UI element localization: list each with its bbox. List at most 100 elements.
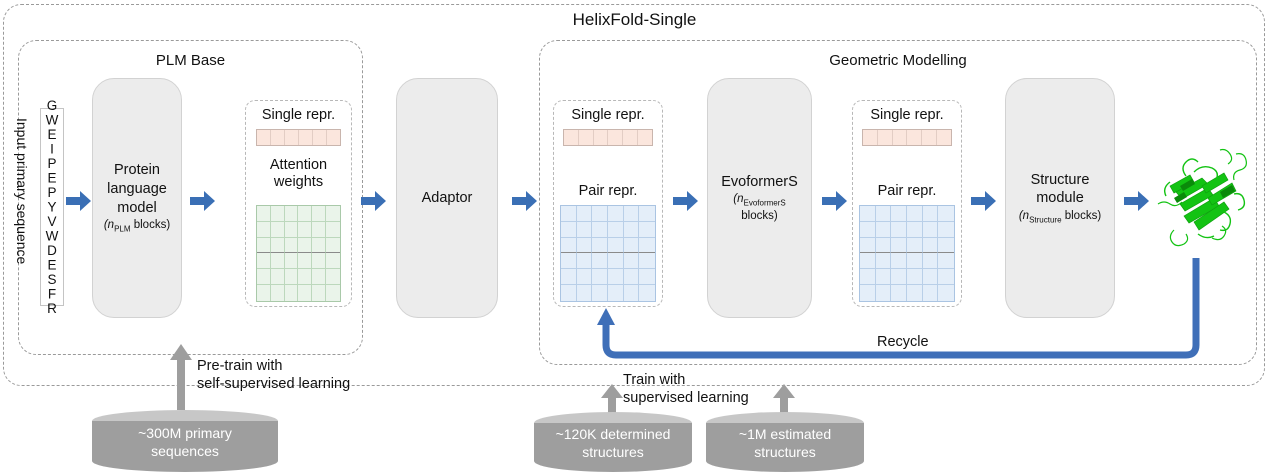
matrix-cell xyxy=(270,237,285,254)
geo1-pair-repr-caption: Pair repr. xyxy=(578,183,638,199)
matrix-cell xyxy=(326,269,340,286)
matrix-cell xyxy=(561,285,577,301)
matrix-cell xyxy=(608,237,624,254)
matrix-cell xyxy=(907,221,923,238)
matrix-cell xyxy=(592,269,608,286)
matrix-cell xyxy=(326,221,340,238)
protein-language-model-block[interactable]: Protein language model (nPLM blocks) xyxy=(92,78,182,318)
matrix-cell xyxy=(922,237,939,254)
single-repr-cell xyxy=(327,130,340,145)
adaptor-label: Adaptor xyxy=(421,189,473,206)
matrix-cell xyxy=(891,237,907,254)
matrix-cell xyxy=(326,206,340,222)
matrix-cell xyxy=(592,253,608,270)
database-label: ~120K determined structures xyxy=(534,426,692,461)
matrix-cell xyxy=(312,253,327,270)
cylinder-bottom xyxy=(92,450,278,472)
matrix-cell xyxy=(326,253,340,270)
geo2-pair-repr-grid xyxy=(859,205,955,302)
matrix-cell xyxy=(922,221,939,238)
pretrain-up-arrow xyxy=(170,344,192,410)
attention-weights-line-2: weights xyxy=(273,174,324,191)
matrix-cell xyxy=(270,285,285,301)
geo1-single-repr-caption: Single repr. xyxy=(571,107,645,123)
matrix-cell xyxy=(891,253,907,270)
protein-language-model-label: Protein language model (nPLM blocks) xyxy=(104,161,170,234)
arrow-evoformer-to-repr2 xyxy=(822,190,848,212)
geo1-pair-repr-grid xyxy=(560,205,656,302)
matrix-cell xyxy=(284,221,299,238)
database-line-2: structures xyxy=(582,443,644,460)
input-primary-sequence-label: Input primary sequence xyxy=(14,118,30,265)
matrix-cell xyxy=(576,285,593,301)
adaptor-block[interactable]: Adaptor xyxy=(396,78,498,318)
database-line-2: structures xyxy=(754,443,816,460)
matrix-cell xyxy=(257,206,271,222)
plm-line-1: Protein xyxy=(114,162,160,179)
structure-blocks-sub: (nStructure blocks) xyxy=(1018,209,1102,225)
structure-blocks-index: Structure xyxy=(1029,215,1062,225)
matrix-cell xyxy=(592,221,608,238)
matrix-cell xyxy=(623,206,640,222)
matrix-cell xyxy=(561,269,577,286)
matrix-cell xyxy=(298,285,313,301)
geo1-single-repr-strip xyxy=(563,129,653,146)
matrix-cell xyxy=(326,285,340,301)
matrix-cell xyxy=(608,285,624,301)
matrix-cell xyxy=(875,221,892,238)
matrix-cell xyxy=(907,206,923,222)
matrix-cell xyxy=(907,285,923,301)
matrix-cell xyxy=(270,221,285,238)
matrix-cell xyxy=(623,285,640,301)
pretrain-label: Pre-train with self-supervised learning xyxy=(197,357,350,393)
database-line-1: ~300M primary xyxy=(138,424,232,441)
structure-line-2: module xyxy=(1036,190,1084,207)
matrix-cell xyxy=(576,206,593,222)
matrix-cell xyxy=(561,237,577,254)
database-estimated-structures: ~1M estimated structures xyxy=(706,412,864,472)
matrix-cell xyxy=(623,221,640,238)
single-repr-cell xyxy=(877,130,893,145)
single-repr-cell xyxy=(638,130,652,145)
train-up-arrow-left xyxy=(601,384,623,416)
matrix-cell xyxy=(284,253,299,270)
single-repr-cell xyxy=(937,130,951,145)
matrix-cell xyxy=(639,237,655,254)
single-repr-cell xyxy=(863,130,878,145)
matrix-cell xyxy=(312,237,327,254)
matrix-cell xyxy=(608,221,624,238)
single-repr-cell xyxy=(623,130,639,145)
matrix-cell xyxy=(938,253,954,270)
structure-line-1: Structure xyxy=(1030,171,1090,188)
matrix-cell xyxy=(860,285,876,301)
matrix-cell xyxy=(326,237,340,254)
database-label: ~300M primary sequences xyxy=(92,425,278,460)
matrix-cell xyxy=(608,269,624,286)
matrix-cell xyxy=(860,269,876,286)
matrix-cell xyxy=(298,221,313,238)
single-repr-cell xyxy=(907,130,923,145)
plm-single-repr-caption: Single repr. xyxy=(261,107,336,123)
arrow-sequence-to-plm xyxy=(66,190,92,212)
matrix-cell xyxy=(875,206,892,222)
matrix-cell xyxy=(312,206,327,222)
matrix-cell xyxy=(592,285,608,301)
input-sequence-box: GWEIPEPYVWDESFR xyxy=(40,98,64,316)
arrow-plmout-to-adaptor xyxy=(361,190,387,212)
structure-module-block[interactable]: Structure module (nStructure blocks) xyxy=(1005,78,1115,318)
single-repr-cell xyxy=(578,130,594,145)
matrix-cell xyxy=(860,237,876,254)
matrix-cell xyxy=(257,253,271,270)
geometric-modelling-title: Geometric Modelling xyxy=(829,52,967,69)
matrix-cell xyxy=(576,221,593,238)
matrix-cell xyxy=(576,237,593,254)
database-line-1: ~120K determined xyxy=(555,425,671,442)
database-primary-sequences: ~300M primary sequences xyxy=(92,410,278,472)
arrow-structure-to-protein xyxy=(1124,190,1150,212)
train-line-2: supervised learning xyxy=(623,390,749,407)
matrix-cell xyxy=(922,253,939,270)
matrix-cell xyxy=(298,253,313,270)
matrix-cell xyxy=(891,206,907,222)
